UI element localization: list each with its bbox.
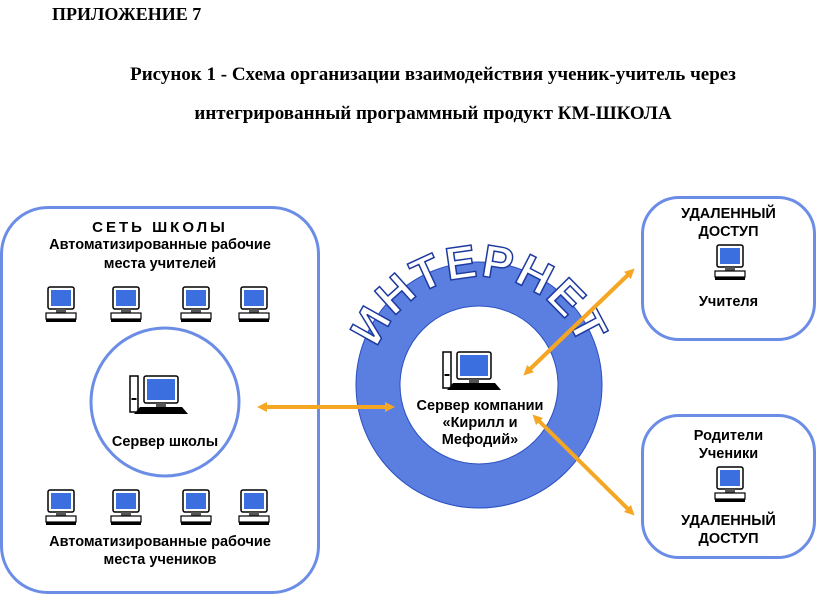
remote-teachers-title-line1: УДАЛЕННЫЙ	[681, 206, 776, 222]
school-network-title: СЕТЬ ШКОЛЫ	[92, 219, 228, 236]
student-computer-icon	[238, 489, 270, 526]
teacher-computer-icon	[110, 286, 142, 323]
teacher-workstations-label-line1: Автоматизированные рабочие	[49, 237, 271, 253]
school-server-label: Сервер школы	[111, 434, 219, 450]
company-server-label-line3: Мефодий»	[441, 432, 519, 448]
teacher-workstations-label-line2: места учителей	[103, 256, 217, 272]
student-workstations-label-line2: места учеников	[103, 552, 217, 568]
remote-parents-title-line2: ДОСТУП	[698, 531, 759, 547]
company-server-label-line2: «Кирилл и	[442, 415, 518, 431]
student-computer-icon	[45, 489, 77, 526]
teacher-computer-icon	[45, 286, 77, 323]
remote-teachers-box	[641, 196, 816, 341]
remote-teacher-computer-icon	[714, 244, 746, 281]
remote-parents-label-line1: Родители	[693, 428, 764, 444]
company-server-label-line1: Сервер компании	[416, 398, 544, 414]
remote-parent-computer-icon	[714, 466, 746, 503]
teacher-computer-icon	[180, 286, 212, 323]
figure-caption-line1: Рисунок 1 - Схема организации взаимодейс…	[130, 64, 736, 85]
annex-title: ПРИЛОЖЕНИЕ 7	[52, 4, 202, 24]
remote-parents-label-line2: Ученики	[698, 446, 759, 462]
student-workstations-label-line1: Автоматизированные рабочие	[49, 534, 271, 550]
student-computer-icon	[180, 489, 212, 526]
internet-teachers-arrow	[523, 268, 635, 376]
teacher-computer-icon	[238, 286, 270, 323]
figure-caption-line2: интегрированный программный продукт КМ-Ш…	[194, 103, 672, 124]
remote-teachers-label: Учителя	[698, 294, 759, 310]
student-computer-icon	[110, 489, 142, 526]
remote-parents-title-line1: УДАЛЕННЫЙ	[681, 513, 776, 529]
internet-parents-arrow	[532, 414, 635, 516]
remote-teachers-title-line2: ДОСТУП	[698, 224, 759, 240]
